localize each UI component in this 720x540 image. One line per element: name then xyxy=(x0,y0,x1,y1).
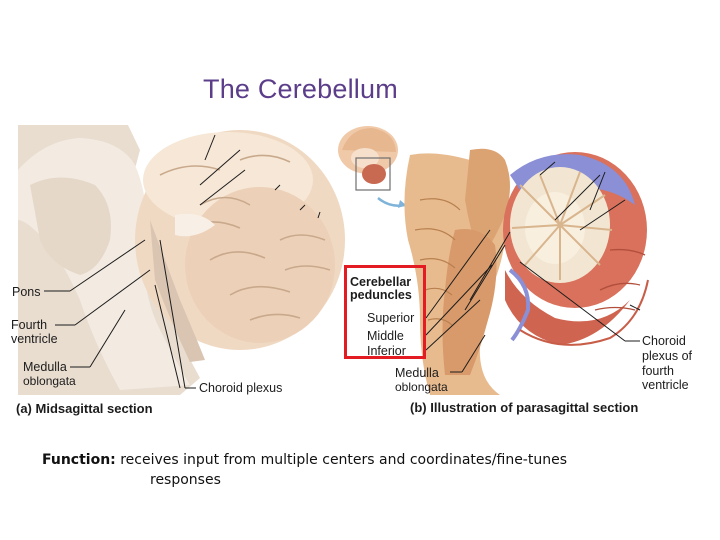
label-choroid-right-line2: plexus of xyxy=(642,349,693,363)
function-text-line2: responses xyxy=(150,472,221,488)
caption-a-text: Midsagittal section xyxy=(35,401,153,416)
brain-orientation-thumbnail xyxy=(338,126,406,208)
label-medulla-line1: Medulla xyxy=(23,360,67,374)
label-medulla-right-line2: oblongata xyxy=(395,380,448,394)
function-text-line1: receives input from multiple centers and… xyxy=(120,452,568,468)
midsagittal-section-image xyxy=(18,125,345,395)
label-choroid-right-line1: Choroid xyxy=(642,334,686,348)
label-peduncles-title-line2: peduncles xyxy=(350,288,412,302)
right-leader-lines xyxy=(425,161,641,373)
label-superior: Superior xyxy=(367,311,415,325)
label-choroid-right-line3: fourth xyxy=(642,364,674,378)
parasagittal-illustration xyxy=(404,148,649,395)
label-pons: Pons xyxy=(12,285,41,299)
function-description: Function: receives input from multiple c… xyxy=(42,450,602,490)
label-fourth-ventricle-line2: ventricle xyxy=(11,332,58,346)
label-choroid-plexus-left: Choroid plexus xyxy=(199,381,283,395)
label-middle: Middle xyxy=(367,329,404,343)
label-peduncles-title-line1: Cerebellar xyxy=(350,275,412,289)
label-medulla-right-line1: Medulla xyxy=(395,366,439,380)
label-fourth-ventricle-line1: Fourth xyxy=(11,318,48,332)
label-inferior: Inferior xyxy=(367,344,406,358)
page-title: The Cerebellum xyxy=(203,74,398,104)
caption-b: (b) Illustration of parasagittal section xyxy=(410,400,638,415)
caption-a: (a) Midsagittal section xyxy=(16,401,153,416)
caption-a-prefix: (a) xyxy=(16,401,32,416)
label-medulla-line2: oblongata xyxy=(23,374,76,388)
peduncles-highlight-box xyxy=(344,265,426,359)
caption-b-text: Illustration of parasagittal section xyxy=(430,400,639,415)
function-label: Function: xyxy=(42,452,116,468)
label-choroid-right-line4: ventricle xyxy=(642,378,689,392)
left-leader-lines xyxy=(44,134,321,389)
caption-b-prefix: (b) xyxy=(410,400,427,415)
